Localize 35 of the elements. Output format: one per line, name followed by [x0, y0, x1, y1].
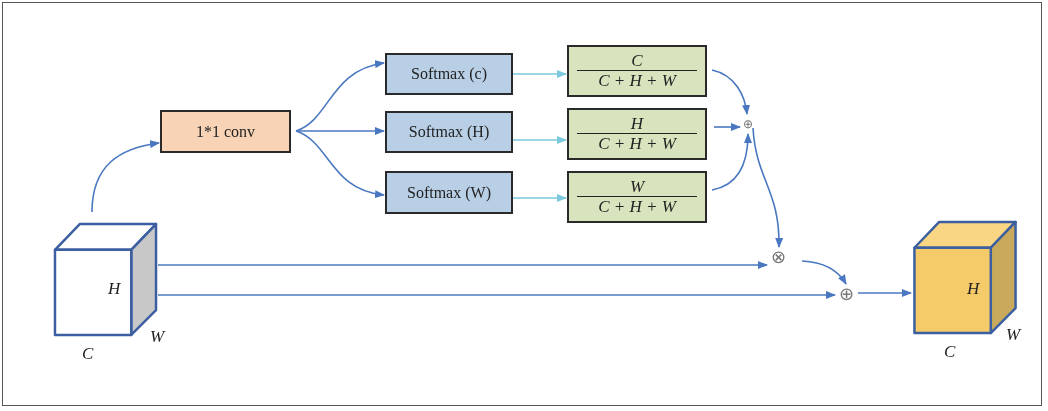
fraction-box [567, 45, 707, 97]
denominator: C + H + W [598, 71, 676, 91]
numerator: W [577, 177, 697, 197]
arrow [752, 127, 783, 248]
arrow [713, 123, 741, 131]
sum-symbol: ⊕ [741, 115, 755, 133]
arrow [91, 140, 160, 213]
arrow [157, 291, 836, 299]
denominator: C + H + W [598, 134, 676, 154]
arrow [295, 130, 385, 198]
fraction-box [567, 108, 707, 160]
sum-symbol: ⊕ [836, 285, 856, 305]
process-box: 1*1 conv [160, 110, 291, 153]
arrow [711, 133, 752, 191]
arrow [857, 289, 912, 297]
arrow [801, 260, 847, 285]
numerator: C [577, 51, 697, 71]
arrow [295, 127, 385, 135]
dimension-label: C [82, 345, 94, 363]
arrow [157, 261, 768, 269]
arrow [295, 60, 385, 132]
arrow [512, 70, 567, 78]
dimension-label: W [150, 328, 165, 346]
dimension-label: C [944, 343, 956, 361]
process-box: Softmax (c) [385, 53, 513, 95]
numerator: H [577, 114, 697, 134]
arrow [512, 136, 567, 144]
arrow [512, 194, 567, 202]
arrow [711, 69, 750, 115]
fraction-box [567, 171, 707, 223]
product-symbol: ⊗ [768, 248, 788, 268]
denominator: C + H + W [598, 197, 676, 217]
process-box: Softmax (H) [385, 111, 513, 153]
process-box: Softmax (W) [385, 171, 513, 214]
dimension-label: W [1006, 326, 1021, 344]
